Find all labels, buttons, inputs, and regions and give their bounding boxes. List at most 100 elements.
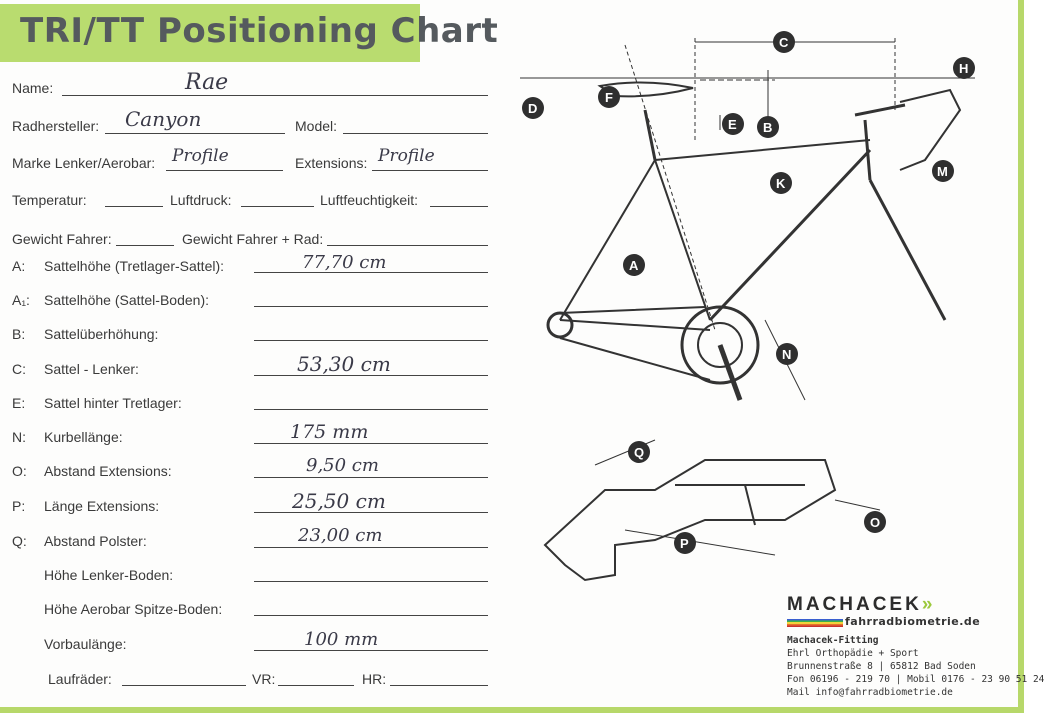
measurement-row-p: P: Länge Extensions: 25,50 cm xyxy=(12,489,492,518)
manufacturer-line xyxy=(105,133,285,134)
head-tube xyxy=(863,119,872,181)
measurement-label: Abstand Polster: xyxy=(44,533,147,549)
wheels-rear-label: HR: xyxy=(362,671,387,687)
rider-bike-weight-label: Gewicht Fahrer + Rad: xyxy=(182,231,324,247)
brand-color-stripes xyxy=(787,619,843,627)
model-line xyxy=(343,133,488,134)
rider-weight-line xyxy=(116,245,174,246)
measurement-label: Höhe Lenker-Boden: xyxy=(44,567,174,583)
top-tube xyxy=(654,139,871,161)
brand-logo: MACHACEK» xyxy=(787,594,1007,616)
svg-text:E: E xyxy=(728,117,737,132)
stem xyxy=(854,103,906,117)
measurement-row-aerobar-height: Höhe Aerobar Spitze-Boden: xyxy=(12,601,492,621)
seat-tube xyxy=(654,159,711,321)
svg-text:P: P xyxy=(680,536,689,551)
bike-diagram: A B C D E F H K M N O P Q xyxy=(520,31,975,582)
aerobar-brand-line xyxy=(166,170,283,171)
page-title: TRI/TT Positioning Chart xyxy=(20,11,499,51)
measurement-value: 77,70 cm xyxy=(302,252,387,273)
measurement-value: 175 mm xyxy=(290,421,369,443)
measurement-letter: P: xyxy=(12,498,26,514)
address-line: Brunnenstraße 8 | 65812 Bad Soden xyxy=(787,661,976,672)
rear-cassette xyxy=(546,311,574,339)
svg-text:B: B xyxy=(763,120,772,135)
measurement-label: Länge Extensions: xyxy=(44,498,160,514)
measurement-row-c: C: Sattel - Lenker: 53,30 cm xyxy=(12,352,492,381)
measurement-label: Abstand Extensions: xyxy=(44,463,172,479)
wheels-front-label: VR: xyxy=(252,671,276,687)
company-line: Ehrl Orthopädie + Sport xyxy=(787,648,919,659)
handlebar xyxy=(899,88,962,171)
extensions-label: Extensions: xyxy=(295,155,368,171)
svg-text:Q: Q xyxy=(634,445,644,460)
aerobar-top-view xyxy=(543,459,837,582)
chainring-spider xyxy=(697,322,743,368)
diagram-label-b: B xyxy=(757,116,779,138)
measurement-letter: Q: xyxy=(12,533,27,549)
measurement-row-a: A: Sattelhöhe (Tretlager-Sattel): 77,70 … xyxy=(12,252,492,278)
diagram-label-q: Q xyxy=(628,441,650,463)
measurement-line xyxy=(254,477,488,478)
aerobar-extension-detail xyxy=(675,484,805,526)
svg-text:N: N xyxy=(782,347,791,362)
chainring xyxy=(680,305,760,385)
measurement-line xyxy=(254,306,488,307)
extensions-line xyxy=(372,170,488,171)
diagram-label-m: M xyxy=(932,160,954,182)
measurement-value: 100 mm xyxy=(304,629,379,650)
crank-arm xyxy=(717,344,743,401)
measurement-label: Vorbaulänge: xyxy=(44,636,127,652)
measurement-row-n: N: Kurbellänge: 175 mm xyxy=(12,421,492,449)
diagram-label-o: O xyxy=(864,511,886,533)
measurement-letter: E: xyxy=(12,395,26,411)
diagram-label-c: C xyxy=(773,31,795,53)
aerobar-brand-label: Marke Lenker/Aerobar: xyxy=(12,155,156,171)
humidity-label: Luftfeuchtigkeit: xyxy=(320,192,419,208)
measurement-label: Sattel hinter Tretlager: xyxy=(44,395,182,411)
saddle xyxy=(597,81,694,98)
rider-bike-weight-line xyxy=(327,245,488,246)
svg-text:M: M xyxy=(937,164,948,179)
aerobar-brand-value: Profile xyxy=(172,146,229,166)
measurement-letter: B: xyxy=(12,326,26,342)
wheels-label: Laufräder: xyxy=(48,671,112,687)
manufacturer-label: Radhersteller: xyxy=(12,118,100,134)
measurement-line xyxy=(254,409,488,410)
brand-site: fahrradbiometrie.de xyxy=(845,615,981,628)
measurement-line xyxy=(254,581,488,582)
measurement-line xyxy=(254,650,488,651)
humidity-line xyxy=(430,206,488,207)
measurement-row-o: O: Abstand Extensions: 9,50 cm xyxy=(12,455,492,483)
measurement-row-e: E: Sattel hinter Tretlager: xyxy=(12,395,492,415)
measurement-letter: A: xyxy=(12,258,26,274)
svg-text:K: K xyxy=(776,176,786,191)
diagram-label-k: K xyxy=(770,172,792,194)
measurement-row-b: B: Sattelüberhöhung: xyxy=(12,326,492,346)
measurement-label: Sattelüberhöhung: xyxy=(44,326,159,342)
measurement-value: 9,50 cm xyxy=(306,455,379,476)
measurement-line xyxy=(254,340,488,341)
seat-post xyxy=(643,109,657,161)
dim-line-a xyxy=(624,44,716,331)
measurement-label: Kurbellänge: xyxy=(44,429,123,445)
air-pressure-line xyxy=(241,206,314,207)
measurement-value: 25,50 cm xyxy=(292,489,386,513)
measurement-row-a1: A₁: Sattelhöhe (Sattel-Boden): xyxy=(12,292,492,312)
measurement-line xyxy=(254,615,488,616)
measurement-letter: C: xyxy=(12,361,26,377)
measurement-letter: A₁: xyxy=(12,292,30,308)
svg-text:F: F xyxy=(605,90,613,105)
wheels-line xyxy=(122,685,246,686)
svg-text:C: C xyxy=(779,35,789,50)
wheels-rear-line xyxy=(390,685,488,686)
measurement-value: 53,30 cm xyxy=(297,352,391,376)
temperature-line xyxy=(105,206,163,207)
diagram-label-f: F xyxy=(598,86,620,108)
model-label: Model: xyxy=(295,118,338,134)
down-tube xyxy=(708,148,872,322)
measurement-letter: O: xyxy=(12,463,27,479)
measurement-line xyxy=(254,375,488,376)
extensions-value: Profile xyxy=(378,146,435,166)
